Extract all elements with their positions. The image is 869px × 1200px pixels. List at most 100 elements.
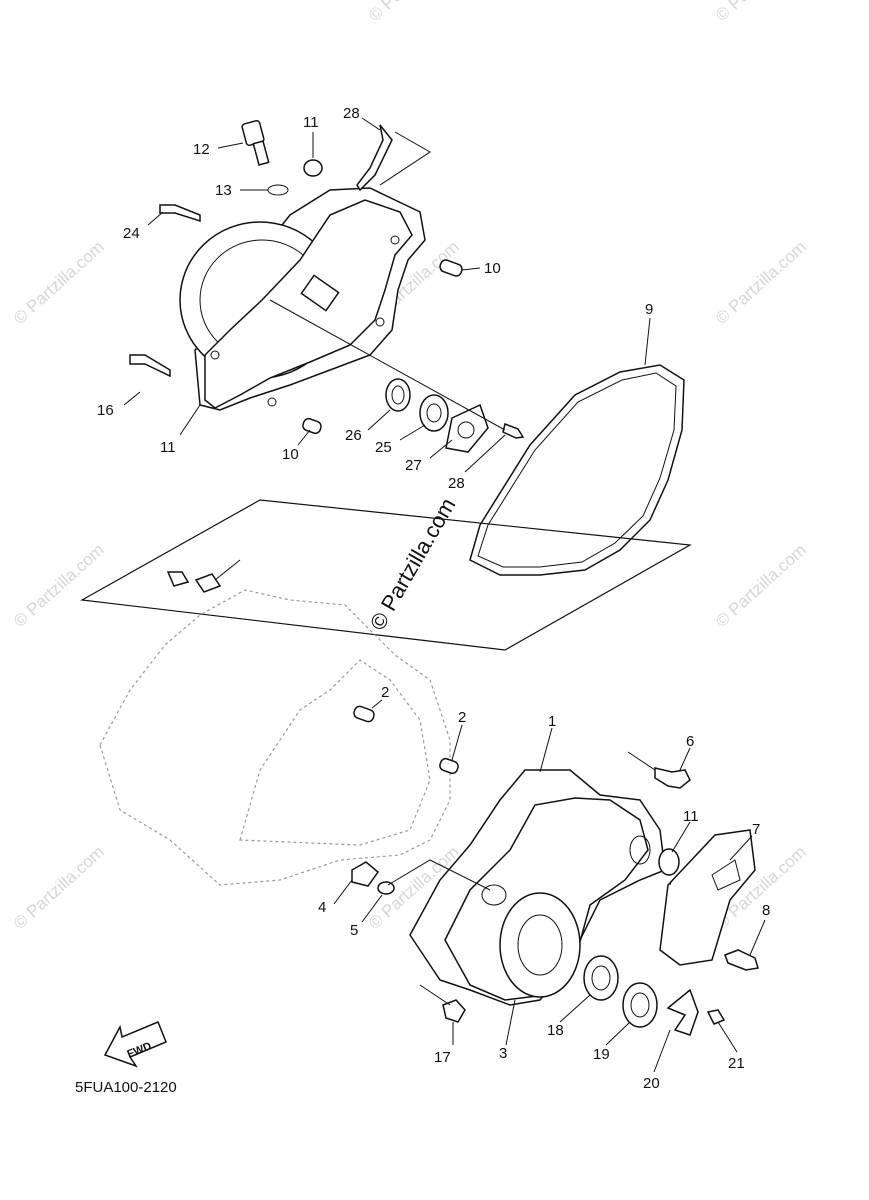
cover-bolt-hole bbox=[375, 317, 385, 327]
cover-3-port bbox=[629, 835, 651, 865]
leader-line bbox=[653, 1029, 671, 1073]
reference-plane bbox=[80, 499, 692, 651]
watermark-tile: © Partzilla.com bbox=[10, 237, 108, 328]
bolt-22 bbox=[159, 204, 201, 223]
part-label-21: 21 bbox=[728, 1055, 745, 1072]
leader-line bbox=[451, 724, 463, 761]
clip-28 bbox=[356, 124, 393, 192]
leader-line bbox=[214, 559, 241, 581]
fwd-arrow-icon bbox=[103, 1021, 167, 1068]
watermark-tile: © Partzilla.com bbox=[712, 540, 810, 631]
bearing-18-inner bbox=[591, 965, 611, 991]
leader-line bbox=[605, 1021, 631, 1046]
cover-bolt-hole bbox=[390, 235, 400, 245]
part-label-3: 3 bbox=[499, 1045, 507, 1062]
fwd-arrow: FWD bbox=[103, 1021, 167, 1068]
bolt-17 bbox=[442, 999, 466, 1023]
plate-20 bbox=[666, 988, 699, 1036]
bolt-27 bbox=[166, 571, 190, 587]
leader-line bbox=[367, 409, 391, 431]
leader-line bbox=[717, 1021, 738, 1053]
oil-seal-12 bbox=[658, 848, 680, 876]
part-label-9: 9 bbox=[645, 301, 653, 318]
leader-line bbox=[461, 267, 481, 271]
part-label-17: 17 bbox=[434, 1049, 451, 1066]
bolt-8 bbox=[724, 949, 759, 971]
gasket-9 bbox=[469, 364, 685, 576]
engine-ghost-inner bbox=[239, 659, 431, 846]
leader-line bbox=[559, 994, 591, 1023]
leader-line bbox=[147, 211, 164, 226]
crankcase-cover-group bbox=[351, 751, 759, 1036]
watermark-tile: © Partzilla.com bbox=[10, 842, 108, 933]
leader-line bbox=[671, 821, 691, 853]
part-label-24: 26 bbox=[345, 427, 362, 444]
part-label-14: 12 bbox=[193, 141, 210, 158]
leader-line bbox=[464, 434, 506, 473]
washer-5 bbox=[377, 881, 395, 895]
leader-lines bbox=[123, 117, 766, 1073]
oil-seal-19-inner bbox=[630, 992, 650, 1018]
o-ring-15 bbox=[267, 184, 289, 196]
cap-13 bbox=[303, 159, 323, 177]
plate-25-hole bbox=[457, 421, 475, 439]
leader-line bbox=[179, 404, 201, 436]
watermark-tile: © Partzilla.com bbox=[10, 540, 108, 631]
part-labels: 12 13 11 28 24 10 9 16 11 10 26 25 27 28… bbox=[97, 105, 770, 1092]
clutch-cover-group bbox=[129, 119, 525, 453]
screw-26 bbox=[502, 422, 525, 439]
leader-line bbox=[297, 429, 311, 446]
shaft-axis-line bbox=[269, 299, 506, 431]
leader-line bbox=[644, 317, 651, 366]
guard-7-window bbox=[711, 859, 741, 891]
part-label-18: 18 bbox=[547, 1022, 564, 1039]
part-label-2a: 2 bbox=[381, 684, 389, 701]
bolt-16 bbox=[129, 354, 171, 378]
part-label-12: 11 bbox=[683, 808, 699, 825]
cover-bolt-hole bbox=[267, 397, 277, 407]
part-label-11: 11 bbox=[160, 439, 176, 456]
part-label-1: 1 bbox=[548, 713, 556, 730]
bearing-23-inner bbox=[426, 403, 442, 423]
part-label-2b: 2 bbox=[458, 709, 466, 726]
bearing-23 bbox=[419, 394, 449, 432]
screw-21 bbox=[706, 1009, 726, 1025]
part-label-28: 28 bbox=[343, 105, 360, 122]
leader-line bbox=[217, 142, 244, 149]
part-label-6: 6 bbox=[686, 733, 694, 750]
cover-flange bbox=[204, 199, 413, 409]
part-label-22: 24 bbox=[123, 225, 140, 242]
guard-7 bbox=[659, 829, 756, 966]
oil-level-gauge-stem bbox=[252, 140, 270, 166]
part-label-26: 28 bbox=[448, 475, 465, 492]
part-label-10: 10 bbox=[484, 260, 501, 277]
watermark-tile: © Partzilla.com bbox=[712, 237, 810, 328]
leader-line bbox=[505, 999, 516, 1046]
cover-3-boss-inner bbox=[517, 914, 563, 976]
bearing-18 bbox=[583, 955, 619, 1001]
leader-line bbox=[371, 699, 383, 709]
bolt-6 bbox=[654, 767, 691, 789]
cover-3-boss bbox=[499, 892, 581, 998]
part-label-13: 11 bbox=[303, 114, 319, 131]
oil-seal-24 bbox=[385, 378, 411, 412]
part-label-5: 5 bbox=[350, 922, 358, 939]
oil-seal-24-inner bbox=[391, 385, 405, 405]
dowel-pin bbox=[439, 757, 459, 775]
part-label-7: 7 bbox=[752, 821, 760, 838]
leader-line bbox=[749, 919, 766, 956]
dowel-pin bbox=[439, 259, 463, 277]
assembly-line bbox=[627, 751, 656, 771]
cover-3-port bbox=[481, 884, 507, 906]
cover-bolt-hole bbox=[210, 350, 220, 360]
part-label-23: 25 bbox=[375, 439, 392, 456]
leader-line bbox=[429, 439, 453, 459]
part-label-25: 27 bbox=[405, 457, 422, 474]
leader-line bbox=[729, 835, 753, 861]
plug-4 bbox=[351, 861, 380, 887]
diagram-code: 5FUA100-2120 bbox=[75, 1079, 177, 1096]
part-label-20: 20 bbox=[643, 1075, 660, 1092]
leader-line bbox=[333, 879, 353, 905]
leader-line bbox=[361, 117, 381, 131]
